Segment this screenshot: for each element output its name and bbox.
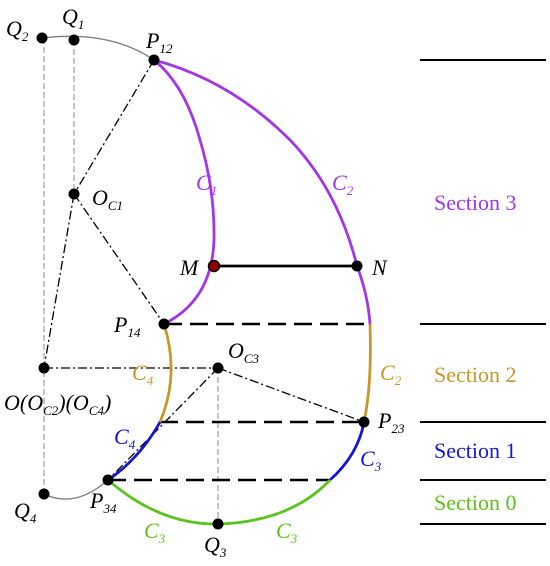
label-p23: P23	[377, 408, 405, 436]
curve-c4-lower	[107, 421, 162, 482]
label-c3-br: C3	[276, 518, 298, 546]
point-p14	[158, 318, 170, 330]
label-c3-right: C3	[360, 446, 382, 474]
label-c2-mid: C2	[380, 360, 402, 388]
line-oc1-p14	[73, 193, 165, 325]
point-oc1	[68, 188, 80, 200]
label-q1: Q1	[62, 4, 84, 32]
label-o: O(OC2)(OC4)	[4, 390, 111, 418]
section-3-label: Section 3	[434, 190, 517, 215]
curve-c3-bottom	[107, 478, 332, 526]
section-0-label: Section 0	[434, 490, 517, 515]
label-c4-low: C4	[114, 424, 136, 452]
label-c3-bl: C3	[144, 518, 166, 546]
label-c1: C1	[196, 170, 217, 198]
curve-c1	[153, 58, 216, 326]
label-p14: P14	[113, 312, 141, 340]
point-q3	[212, 518, 224, 530]
point-p12	[148, 54, 160, 66]
section-2-label: Section 2	[434, 362, 517, 387]
line-oc3-p23	[217, 367, 365, 423]
outer-arc-top	[41, 35, 155, 61]
point-p34	[102, 474, 114, 486]
point-o	[38, 362, 50, 374]
label-p34: P34	[89, 488, 117, 516]
line-oc1-o	[43, 193, 75, 369]
curve-c2-lower	[362, 323, 372, 423]
point-n	[351, 260, 363, 272]
label-oc3: OC3	[228, 338, 260, 366]
point-m	[207, 259, 221, 273]
label-q3: Q3	[204, 532, 227, 560]
curve-c2-upper	[153, 58, 372, 325]
label-oc1: OC1	[92, 185, 123, 213]
label-c4-mid: C4	[132, 360, 154, 388]
point-q4	[38, 488, 50, 500]
point-oc3	[212, 362, 224, 374]
label-c2-top: C2	[332, 170, 354, 198]
point-q2	[36, 32, 48, 44]
label-q4: Q4	[14, 498, 37, 526]
label-p12: P12	[145, 28, 173, 56]
point-q1	[68, 34, 80, 46]
outer-arc-bottom	[43, 479, 109, 500]
curve-c4-upper	[158, 323, 173, 423]
label-m: M	[179, 255, 200, 280]
label-n: N	[371, 255, 388, 280]
curve-c3-right	[329, 421, 366, 482]
section-1-label: Section 1	[434, 438, 517, 463]
point-p23	[358, 416, 370, 428]
label-q2: Q2	[6, 16, 29, 44]
line-p12-oc1	[73, 59, 155, 195]
